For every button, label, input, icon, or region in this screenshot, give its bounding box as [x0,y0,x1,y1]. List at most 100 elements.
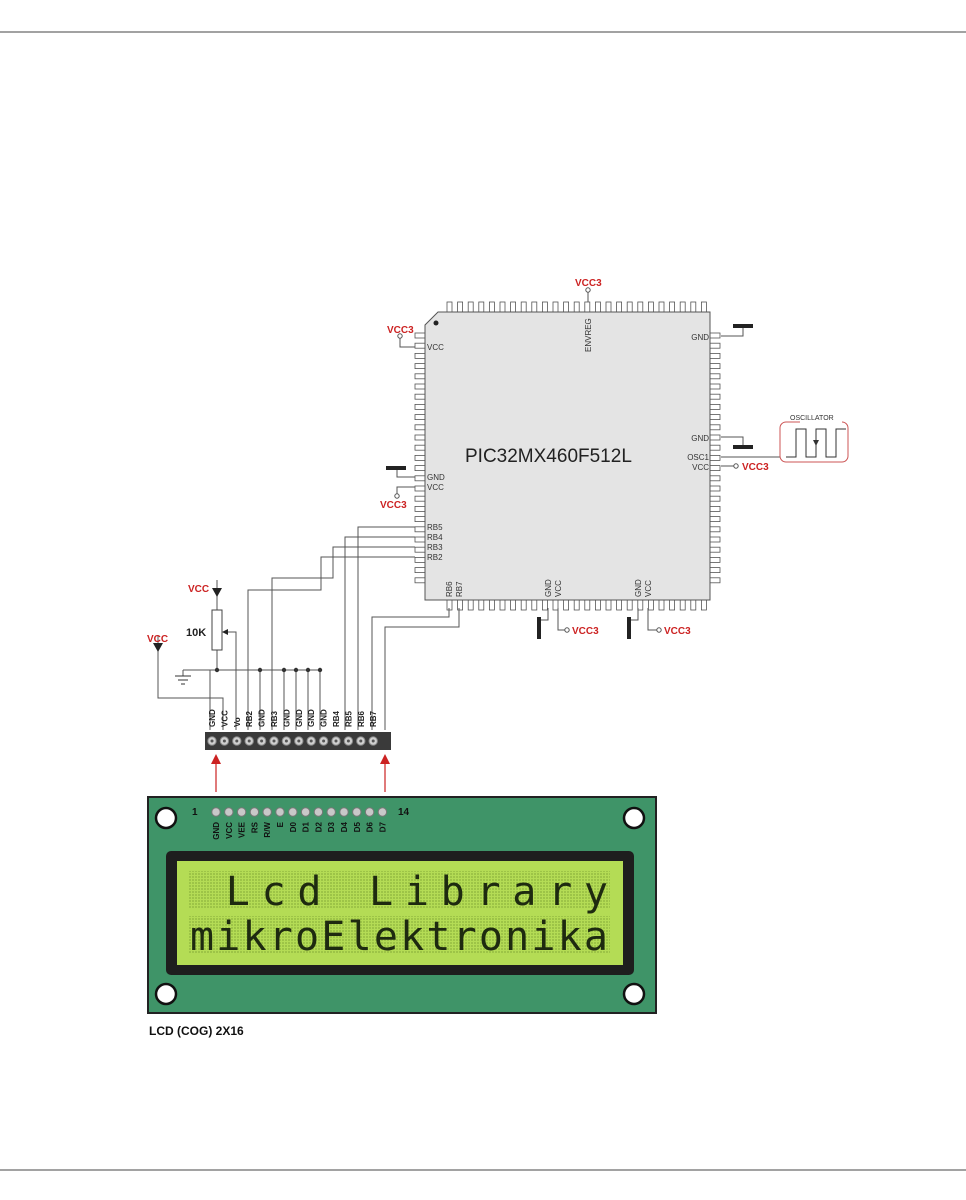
mcu-pin-right [709,373,721,380]
potentiometer-body [211,609,223,651]
mcu-pin-bottom [457,599,464,611]
lcd-pin-pad [262,807,272,817]
potentiometer-wiper [222,629,228,635]
lcd-pin-pad [249,807,260,817]
vcc3-label-left: VCC3 [380,500,407,511]
lcd-caption: LCD (COG) 2X16 [149,1024,244,1038]
mcu-pin-right [709,526,721,533]
mcu-pin-top [669,301,675,313]
lcd-pin-pad [211,807,221,817]
mcu-pin-right [709,465,721,472]
mcu-name: PIC32MX460F512L [465,446,632,467]
mcu-pin-left [414,414,426,421]
vcc-label-header: VCC [147,634,168,645]
header-pin-hole [272,739,276,743]
header-pin-label: GND [320,709,329,727]
mcu-pin-top [573,301,580,313]
mcu-pin-bottom [679,599,686,611]
lcd-mounting-holes [154,806,646,1006]
lcd-pin-pad [313,807,324,817]
mcu-pin-top [701,301,707,313]
mcu-pin-bottom [658,599,665,611]
mcu-pin-left [414,342,426,349]
vcc-arrows [153,588,222,652]
mcu-pin-bottom [563,599,569,611]
mcu-pin-stubs [414,301,721,611]
mcu-pin-top [531,301,538,313]
mcu-pin-top [510,301,517,313]
header-pin-hole [297,739,301,743]
vcc3-label-top: VCC3 [575,278,602,289]
lcd-pin-label: D1 [302,821,311,832]
mcu-pin-right [709,546,721,553]
lcd-pin-label: D5 [353,821,362,832]
ground-symbols [386,324,753,639]
mcu-pin-left [414,332,426,339]
mcu-pin-left [414,495,426,502]
pin-label-rb6: RB6 [445,581,454,597]
mcu-pin-left [414,577,426,584]
mcu-pin-right [709,505,721,512]
oscillator-label: OSCILLATOR [790,415,834,422]
header-pin-label: VCC [220,710,229,727]
mcu-pin-left [414,352,426,359]
mcu-pin-bottom [626,599,633,611]
pin-label-vcc-right: VCC [692,463,709,472]
pin-label-rb3: RB3 [427,543,443,552]
header-pin-label: RB4 [332,710,341,727]
lcd-pin-label: D2 [314,821,323,832]
mcu-pin-top [605,301,612,313]
mcu-pin-left [414,465,426,472]
pin-label-rb5: RB5 [427,523,443,532]
mcu-pin-top [648,301,654,313]
vcc3-label-right: VCC3 [742,462,769,473]
header-pin-hole [334,739,338,743]
vcc3-label-left-top: VCC3 [387,325,414,336]
mcu-pin-bottom [584,599,591,611]
mcu-pin-bottom [648,599,654,611]
mcu-pin-bottom [605,599,612,611]
vcc3-label-bottom-b: VCC3 [664,626,691,637]
lcd-pin-label: E [276,821,285,827]
mcu-pin-bottom [488,599,495,611]
lcd-pin-pad [339,807,349,817]
mcu-pin-left [414,373,426,380]
header-pin-hole [359,739,363,743]
header-pin-label: RB3 [270,710,279,727]
mcu-pin-bottom [478,599,485,611]
header-pin-label: GND [258,709,267,727]
mcu-pin-right [709,332,721,339]
lcd-pin-pad [352,807,362,817]
pin-label-gnd-right-top: GND [691,333,709,342]
mcu-pin-right [709,444,721,451]
mcu-pin-right [709,536,721,543]
header-pin-label: GND [208,709,217,727]
header-pin-hole [235,739,239,743]
mcu-pin-left [414,546,426,553]
mcu-pin-left [414,557,426,563]
mcu-pin-top [552,301,559,313]
pin-label-rb4: RB4 [427,533,443,542]
mcu-pin-right [709,495,721,502]
header-pin-label: RB6 [357,710,366,727]
mcu-pin-right [709,475,721,482]
mcu-pin-bottom [637,599,644,611]
mcu-pin-right [709,424,721,431]
mcu-pin-bottom [701,599,707,611]
mcu-pin-right [709,454,721,461]
pin-label-rb7: RB7 [455,581,464,597]
header-pin-label: GND [295,709,304,727]
lcd-pin-label: D3 [327,821,336,832]
lcd-row2-bg [188,916,610,954]
pin-label-gnd-bottom-b: GND [634,579,643,597]
lcd-pin-first: 1 [192,807,198,818]
mcu-pin-left [414,393,426,400]
mcu-pin-right [709,516,721,522]
mcu-pin-labels: VCC GND VCC RB5 RB4 RB3 RB2 ENVREG GND G… [427,318,710,597]
mcu-pin-bottom [510,599,517,611]
lcd-pin-label: D6 [366,821,375,832]
mcu-pin-left [414,383,426,390]
mcu-pin-bottom [531,599,538,611]
mcu-pin-right [709,557,721,563]
